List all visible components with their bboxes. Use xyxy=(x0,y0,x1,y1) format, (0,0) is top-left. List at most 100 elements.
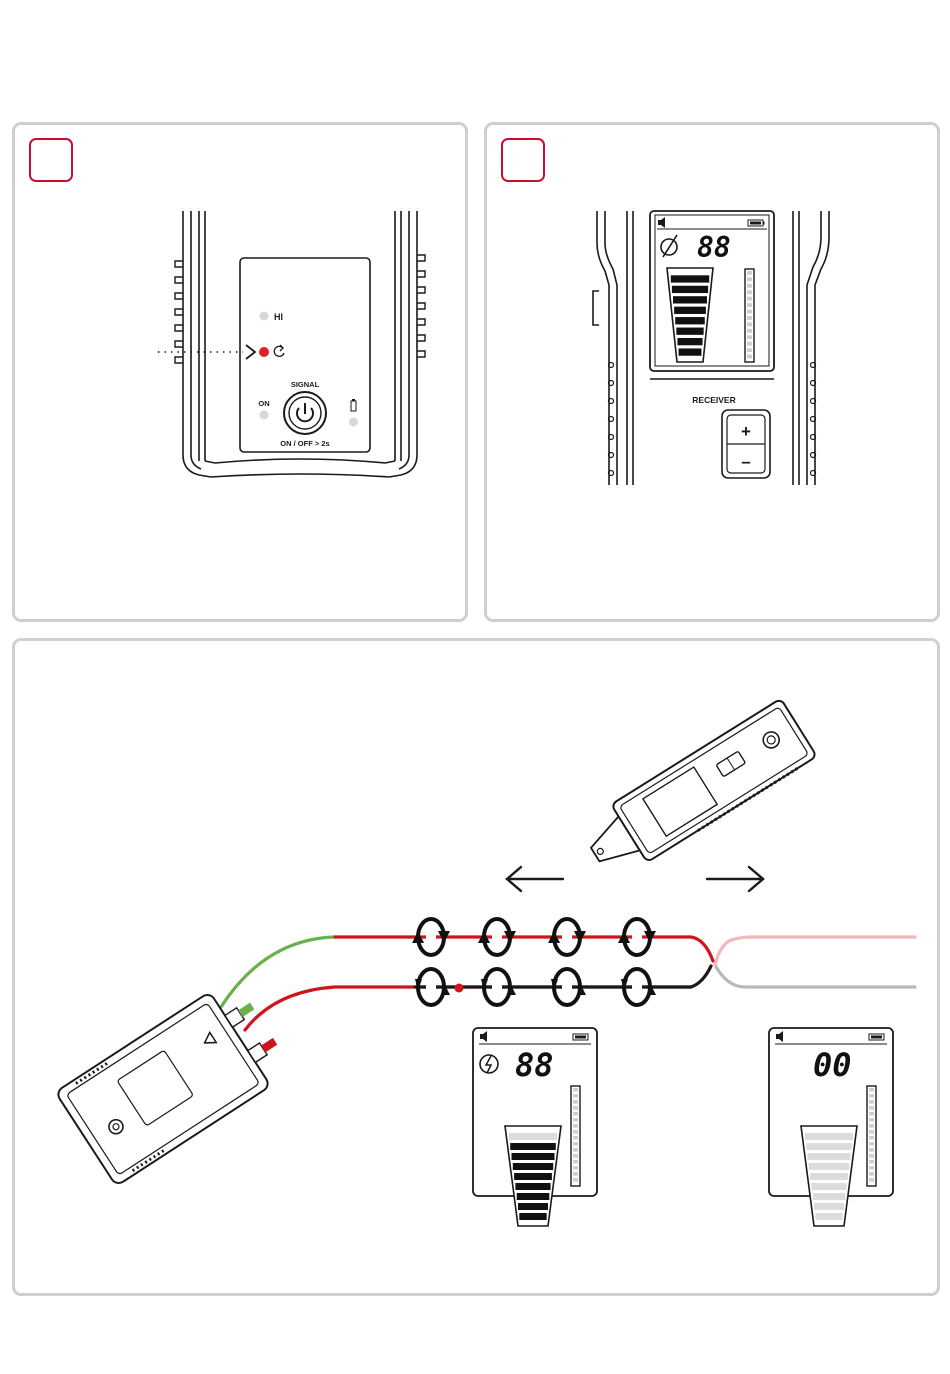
onoff-label: ON / OFF > 2s xyxy=(280,439,329,448)
bar-segment xyxy=(509,1133,557,1140)
scale-tick xyxy=(573,1172,578,1176)
bar-segment xyxy=(510,1143,556,1150)
signal-loop-icon xyxy=(478,919,516,955)
bar-segment xyxy=(671,275,709,282)
scale-tick xyxy=(869,1118,874,1122)
connection-point xyxy=(455,984,464,993)
bar-segment xyxy=(806,1143,852,1150)
bar-segment xyxy=(517,1193,550,1200)
scale-tick xyxy=(573,1130,578,1134)
scale-tick xyxy=(573,1136,578,1140)
move-left-arrow-icon xyxy=(507,867,563,891)
transmitter-unit xyxy=(55,977,294,1186)
scale-tick xyxy=(573,1166,578,1170)
scale-tick xyxy=(573,1124,578,1128)
scale-tick xyxy=(747,271,752,275)
hi-led xyxy=(260,312,269,321)
step-panel-1: HI SIGNAL ON ON / OFF > 2s xyxy=(12,122,468,622)
bar-segment xyxy=(676,328,703,335)
display-near-bar-graph xyxy=(505,1126,561,1226)
scale-tick xyxy=(869,1160,874,1164)
scale-tick xyxy=(747,348,752,352)
bar-segment xyxy=(677,338,702,345)
display-far: 00 xyxy=(769,1028,893,1226)
scale-tick xyxy=(573,1160,578,1164)
bar-segment xyxy=(514,1173,552,1180)
display-near-digits: 88 xyxy=(515,1046,554,1084)
scale-tick xyxy=(869,1142,874,1146)
receiver-display-digits: 88 xyxy=(697,231,731,264)
display-far-bar-graph xyxy=(801,1126,857,1226)
receiver-illustration: 88 RECEIVER + – xyxy=(487,125,943,625)
scale-tick xyxy=(869,1100,874,1104)
signal-loop-icon xyxy=(618,919,656,955)
scale-tick xyxy=(869,1130,874,1134)
scale-tick xyxy=(869,1088,874,1092)
bar-segment xyxy=(811,1183,846,1190)
receiver-probe xyxy=(577,699,817,884)
bar-segment xyxy=(809,1163,849,1170)
hi-label: HI xyxy=(274,312,283,322)
battery-led xyxy=(349,418,358,427)
scale-tick xyxy=(869,1172,874,1176)
scale-tick xyxy=(747,335,752,339)
bar-segment xyxy=(675,317,705,324)
bar-segment xyxy=(674,307,706,314)
scale-tick xyxy=(869,1178,874,1182)
bar-segment xyxy=(518,1203,548,1210)
bar-segment xyxy=(519,1213,546,1220)
scale-tick xyxy=(573,1148,578,1152)
receiver-side-scale xyxy=(745,269,754,362)
bar-segment xyxy=(814,1203,844,1210)
scale-tick xyxy=(573,1142,578,1146)
cable-wires xyxy=(221,937,915,1030)
scale-tick xyxy=(747,284,752,288)
scale-tick xyxy=(747,303,752,307)
scale-tick xyxy=(869,1094,874,1098)
transmitter-illustration: HI SIGNAL ON ON / OFF > 2s xyxy=(15,125,471,625)
minus-label: – xyxy=(741,452,750,471)
cycle-led-red xyxy=(259,347,269,357)
scale-tick xyxy=(869,1148,874,1152)
bar-segment xyxy=(815,1213,842,1220)
bar-segment xyxy=(513,1163,553,1170)
scale-tick xyxy=(747,322,752,326)
bar-segment xyxy=(810,1173,848,1180)
signal-loop-icon xyxy=(412,919,450,955)
display-near: 88 xyxy=(473,1028,597,1226)
scale-tick xyxy=(747,310,752,314)
scale-tick xyxy=(747,316,752,320)
scale-tick xyxy=(869,1106,874,1110)
scale-tick xyxy=(869,1124,874,1128)
bar-segment xyxy=(805,1133,853,1140)
scale-tick xyxy=(869,1136,874,1140)
display-far-digits: 00 xyxy=(813,1046,852,1084)
scale-tick xyxy=(573,1154,578,1158)
on-led xyxy=(260,411,269,420)
receiver-label: RECEIVER xyxy=(692,395,735,405)
traced-wire xyxy=(245,966,711,1030)
scale-tick xyxy=(747,290,752,294)
bar-segment xyxy=(515,1183,550,1190)
bar-segment xyxy=(512,1153,555,1160)
scale-tick xyxy=(869,1154,874,1158)
scale-tick xyxy=(747,355,752,359)
scale-tick xyxy=(573,1094,578,1098)
scale-tick xyxy=(747,342,752,346)
scale-tick xyxy=(747,277,752,281)
bar-segment xyxy=(673,296,707,303)
signal-loop-icon xyxy=(548,919,586,955)
scale-tick xyxy=(869,1166,874,1170)
bar-segment xyxy=(808,1153,851,1160)
scale-tick xyxy=(573,1088,578,1092)
scale-tick xyxy=(573,1112,578,1116)
scale-tick xyxy=(573,1118,578,1122)
cable-tracing-scene: 88 00 xyxy=(15,641,943,1299)
scale-tick xyxy=(747,329,752,333)
step-panel-3: 88 00 xyxy=(12,638,940,1296)
bar-segment xyxy=(672,286,708,293)
signal-label: SIGNAL xyxy=(291,380,320,389)
scale-tick xyxy=(747,297,752,301)
signal-field-loops xyxy=(412,919,656,1005)
scale-tick xyxy=(573,1100,578,1104)
